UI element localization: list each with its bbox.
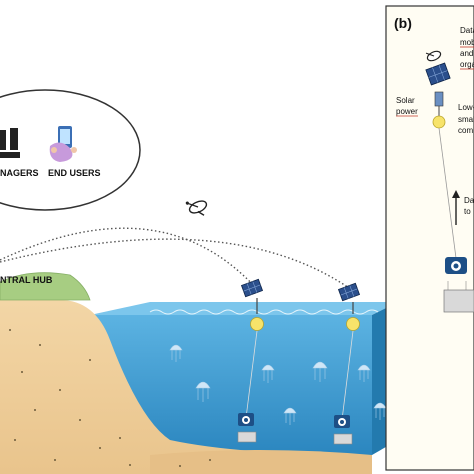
note-top-line-1: Data (460, 26, 474, 35)
panel-b-frame (385, 5, 474, 471)
satellite-dish-icon (185, 200, 208, 216)
camera-icon (334, 415, 350, 428)
central-hub-label: NTRAL HUB (0, 275, 53, 285)
note-bottom-line-1: Da (464, 196, 474, 205)
buoy-float (432, 115, 446, 129)
note-top-line-3: and (460, 49, 473, 58)
managers-icon (0, 128, 20, 158)
anchor-block (443, 281, 474, 313)
end-users-icon (49, 126, 77, 162)
solar-panel-icon (240, 278, 264, 298)
buoy-station-2 (333, 282, 361, 445)
note-mid-line-2: smal (458, 115, 474, 124)
note-mid-line-1: Low- (458, 103, 474, 112)
end-users-label: END USERS (48, 168, 101, 178)
camera-icon (238, 413, 254, 426)
note-top-line-4: orga (460, 60, 474, 69)
managers-label: NAGERS (0, 168, 39, 178)
jellyfish-icon (169, 344, 387, 425)
comm-link-buoy-1 (0, 227, 256, 288)
solar-panel-icon (337, 282, 361, 302)
anchor-block (333, 433, 353, 445)
mooring-line (438, 127, 457, 259)
upload-arrow-icon (452, 190, 460, 225)
sand-texture (9, 329, 211, 467)
note-top-line-2: mob (460, 38, 474, 47)
sea-body (90, 315, 372, 455)
sea-surface (90, 302, 398, 315)
camera-icon (445, 257, 467, 274)
buoy-station-1 (237, 278, 264, 443)
satellite-dish-icon (425, 50, 442, 62)
solar-label-2: power (396, 107, 418, 116)
grass-hill (0, 272, 91, 301)
note-mid-line-3: com (458, 126, 473, 135)
comm-link-buoy-2 (0, 238, 353, 291)
buoy-float (346, 317, 360, 331)
battery-icon (434, 91, 444, 107)
anchor-block (237, 431, 257, 443)
solar-panel-icon (425, 62, 451, 86)
buoy-float (250, 317, 264, 331)
solar-label-1: Solar (396, 96, 415, 105)
seabed (150, 450, 372, 474)
wave-lines (149, 309, 379, 315)
note-bottom-line-2: to (464, 207, 471, 216)
panel-b-label: (b) (394, 15, 412, 31)
coast-land (0, 300, 372, 474)
